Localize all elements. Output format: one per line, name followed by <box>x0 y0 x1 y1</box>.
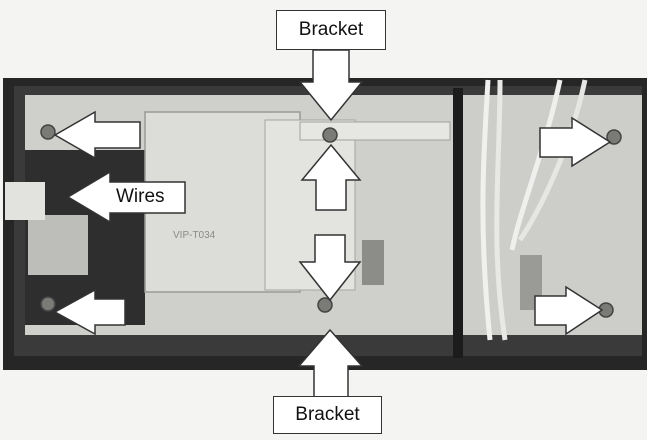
arrow-center-down <box>298 234 362 302</box>
arrow-center-up <box>300 143 362 211</box>
arrow-bottom-left <box>53 288 126 336</box>
switch-slot <box>362 240 384 285</box>
screw-top-left <box>40 124 56 140</box>
arrow-top-right <box>539 116 612 168</box>
wire-1 <box>480 79 493 341</box>
arrow-wires <box>66 170 186 224</box>
arrow-top-left <box>53 110 141 160</box>
bracket-label-top: Bracket <box>276 10 386 50</box>
arrow-bottom-right <box>534 285 604 336</box>
part-marking: VIP-T034 <box>173 230 216 241</box>
screw-top-right <box>606 129 622 145</box>
wire-connector <box>5 182 45 220</box>
arrow-bracket-top-down <box>298 49 364 122</box>
screw-bottom-left <box>40 296 56 312</box>
screw-top-center <box>322 127 338 143</box>
lever <box>299 121 451 141</box>
left-cavity-block <box>28 215 88 275</box>
wires-label: Wires <box>116 186 165 207</box>
wire-2 <box>494 79 508 341</box>
wire-4 <box>517 79 588 242</box>
screw-bottom-center <box>317 297 333 313</box>
divider <box>453 88 463 358</box>
wire-3 <box>509 79 563 251</box>
bracket-label-bottom: Bracket <box>273 396 382 434</box>
